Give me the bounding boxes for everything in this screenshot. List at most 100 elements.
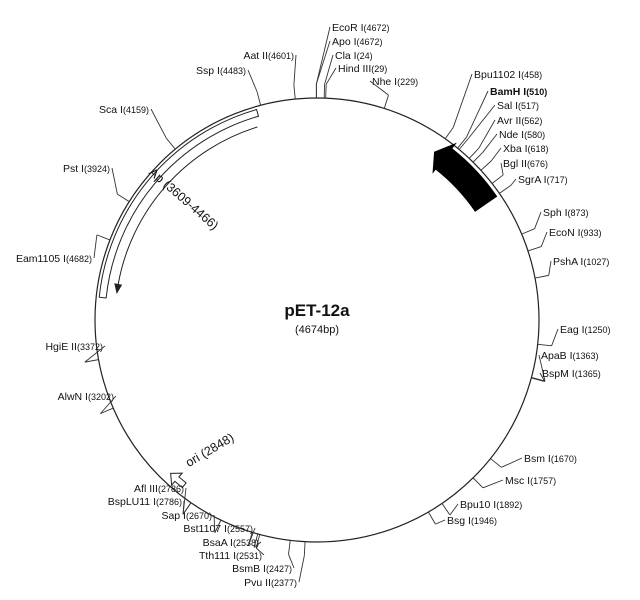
site-label: EcoR I(4672) xyxy=(332,22,390,34)
site-name: EcoN I xyxy=(549,227,581,239)
site-position: (517) xyxy=(518,101,539,111)
site-label: Msc I(1757) xyxy=(505,475,556,487)
site-tick xyxy=(256,91,262,106)
site-position: (2538) xyxy=(233,538,259,548)
site-leader xyxy=(247,527,256,546)
site-leader xyxy=(482,133,498,153)
restriction-site-nhe-i: Nhe I(229) xyxy=(369,76,418,109)
restriction-site-bsm-i: Bsm I(1670) xyxy=(490,453,577,468)
restriction-site-xba-i: Xba I(618) xyxy=(480,143,549,171)
restriction-site-bpu1102-i: Bpu1102 I(458) xyxy=(444,69,542,140)
site-label: Sca I(4159) xyxy=(99,104,149,116)
site-tick xyxy=(383,94,389,109)
site-position: (2557) xyxy=(227,524,253,534)
site-name: Nhe I xyxy=(372,76,397,88)
ap-feature-label: Ap (3609-4466) xyxy=(146,165,221,233)
site-tick xyxy=(457,137,467,149)
site-label: Xba I(618) xyxy=(503,143,549,155)
site-name: Afl III xyxy=(134,483,158,495)
site-name: EcoR I xyxy=(332,22,364,34)
site-tick xyxy=(441,503,451,516)
site-leader xyxy=(93,234,98,259)
site-position: (3202) xyxy=(88,392,114,402)
site-leader xyxy=(150,108,167,139)
restriction-site-afl-iii: Afl III(2786) xyxy=(134,483,192,515)
site-name: Bpu1102 I xyxy=(474,69,521,81)
ap-feature-band xyxy=(98,108,260,299)
restriction-site-ecor-i: EcoR I(4672) xyxy=(315,22,390,99)
site-name: BsaA I xyxy=(203,537,233,549)
site-position: (4159) xyxy=(123,105,149,115)
site-leader xyxy=(255,547,265,556)
restriction-site-cla-i: Cla I(24) xyxy=(323,50,373,99)
site-tick xyxy=(472,477,484,489)
plasmid-backbone xyxy=(94,97,540,543)
site-position: (1027) xyxy=(583,257,609,267)
site-label: BspLU11 I(2786) xyxy=(108,496,182,508)
site-name: Pvu II xyxy=(244,577,271,589)
site-tick xyxy=(531,377,545,383)
site-name: BspLU11 I xyxy=(108,496,156,508)
site-leader xyxy=(501,457,523,468)
restriction-site-sal-i: Sal I(517) xyxy=(458,100,539,150)
site-name: Apo I xyxy=(332,36,357,48)
plasmid-name: pET-12a xyxy=(284,301,350,320)
site-leader xyxy=(482,479,504,489)
restriction-site-avr-ii: Avr II(562) xyxy=(468,115,542,159)
site-label: Sal I(517) xyxy=(497,100,539,112)
restriction-site-bgl-ii: Bgl II(676) xyxy=(491,158,548,184)
site-position: (4682) xyxy=(66,254,92,264)
site-label: Ssp I(4483) xyxy=(196,65,246,77)
site-name: Bpu10 I xyxy=(460,499,496,511)
restriction-site-nde-i: Nde I(580) xyxy=(472,129,545,163)
site-label: SgrA I(717) xyxy=(518,174,568,186)
site-leader xyxy=(111,167,118,195)
site-position: (1670) xyxy=(551,454,577,464)
restriction-site-tth111-i: Tth111 I(2531) xyxy=(199,534,265,562)
site-position: (229) xyxy=(397,77,418,87)
site-name: Bsg I xyxy=(447,515,471,527)
restriction-site-eag-i: Eag I(1250) xyxy=(537,324,611,347)
site-name: Eag I xyxy=(560,324,585,336)
site-name: Hind III xyxy=(338,63,371,75)
site-leader xyxy=(288,554,295,569)
site-tick xyxy=(527,246,542,252)
site-position: (933) xyxy=(581,228,602,238)
site-tick xyxy=(499,185,512,194)
site-tick xyxy=(480,160,492,171)
restriction-site-bsg-i: Bsg I(1946) xyxy=(427,511,497,527)
site-tick xyxy=(117,193,130,202)
site-leader xyxy=(182,487,187,515)
site-name: BamH I xyxy=(490,86,526,98)
site-position: (676) xyxy=(527,159,548,169)
site-leader xyxy=(551,328,559,346)
site-name: Xba I xyxy=(503,143,528,155)
site-label: BspM I(1365) xyxy=(542,368,601,380)
restriction-site-apab-i: ApaB I(1363) xyxy=(531,350,599,382)
restriction-site-alwn-i: AlwN I(3202) xyxy=(58,391,117,415)
restriction-site-pvu-ii: Pvu II(2377) xyxy=(244,541,306,589)
site-tick xyxy=(303,541,306,556)
site-name: Aat II xyxy=(243,50,268,62)
restriction-site-bamh-i: BamH I(510) xyxy=(457,86,547,149)
site-position: (580) xyxy=(524,130,545,140)
site-name: ApaB I xyxy=(541,350,573,362)
site-leader xyxy=(452,73,473,128)
site-position: (1892) xyxy=(496,500,522,510)
restriction-site-psha-i: PshA I(1027) xyxy=(534,256,609,279)
site-leader xyxy=(466,90,489,138)
site-leader xyxy=(538,354,546,382)
restriction-site-hind-iii: Hind III(29) xyxy=(325,63,387,99)
site-position: (29) xyxy=(371,64,387,74)
restriction-site-sca-i: Sca I(4159) xyxy=(99,104,176,150)
restriction-site-bspm-i: BspM I(1365) xyxy=(531,368,601,383)
site-tick xyxy=(427,511,436,525)
site-position: (2427) xyxy=(266,564,292,574)
site-label: Sap I(2670) xyxy=(161,510,212,522)
site-label: Nhe I(229) xyxy=(372,76,418,88)
site-label: HgiE II(3372) xyxy=(45,341,103,353)
site-label: Bst1107 I(2557) xyxy=(183,523,253,535)
site-label: Avr II(562) xyxy=(497,115,542,127)
site-name: BsmB I xyxy=(232,563,266,575)
restriction-site-pst-i: Pst I(3924) xyxy=(63,163,130,202)
